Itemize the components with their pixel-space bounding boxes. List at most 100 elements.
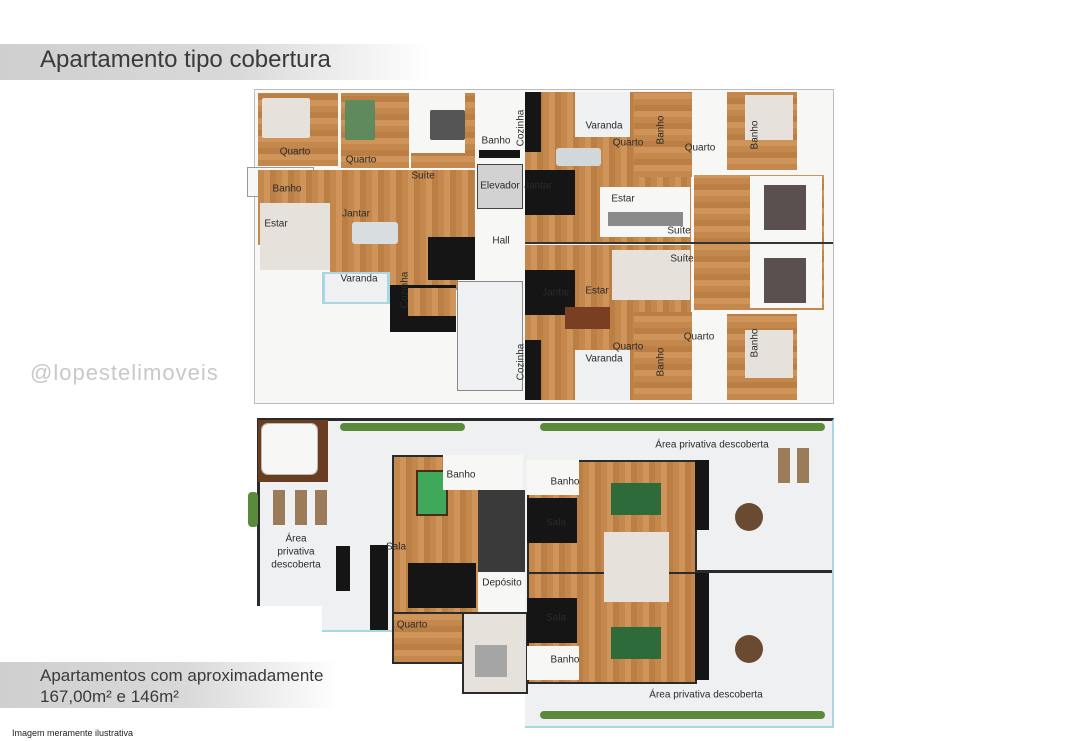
grill-counter: [695, 572, 709, 680]
varanda: [575, 350, 630, 400]
room-label: Varanda: [585, 353, 623, 365]
bed: [764, 185, 806, 230]
jacuzzi: [261, 423, 318, 475]
room-label: Banho: [655, 115, 667, 145]
area-line-2: 167,00m² e 146m²: [40, 687, 179, 706]
grill-counter: [695, 460, 709, 530]
room-label: Banho: [655, 347, 667, 377]
dining-table: [565, 307, 610, 329]
planter: [540, 423, 825, 431]
kitchen-floor: [408, 288, 456, 316]
room-label: Quarto: [612, 137, 644, 149]
room-label: Sala: [545, 612, 567, 624]
bed: [262, 98, 310, 138]
disclaimer: Imagem meramente ilustrativa: [12, 728, 134, 738]
bed: [764, 258, 806, 303]
planter: [248, 492, 258, 527]
sunbed: [797, 448, 809, 483]
room-label: Quarto: [612, 341, 644, 353]
room-label: Hall: [492, 235, 510, 247]
sunbed: [295, 490, 307, 525]
room-label: Cozinha: [399, 271, 411, 309]
outdoor-table: [735, 503, 763, 531]
sofa: [527, 598, 577, 643]
dining-table: [352, 222, 398, 244]
dining-table: [556, 148, 601, 166]
room-label: Quarto: [396, 619, 428, 631]
title-band: [0, 44, 430, 80]
ping-pong-table: [611, 483, 661, 515]
room-label: Cozinha: [515, 343, 527, 381]
varanda-floor: [325, 274, 387, 302]
sunbed: [315, 490, 327, 525]
bar-counter: [336, 546, 350, 591]
rug: [604, 532, 669, 602]
room-label: Elevador: [480, 180, 520, 192]
banho: [799, 92, 832, 172]
room-label: privativa: [277, 546, 315, 558]
room-label: Quarto: [345, 154, 377, 166]
room-label: Suíte: [667, 225, 691, 237]
room-label: Área privativa descoberta: [655, 439, 769, 451]
banho: [799, 312, 832, 400]
banho: [694, 92, 724, 152]
pool-table: [416, 470, 448, 516]
estar-rug: [260, 203, 330, 270]
room-banho: [527, 646, 579, 680]
planter: [340, 423, 465, 431]
room-label: Estar: [264, 218, 288, 230]
room-label: Banho: [272, 183, 302, 195]
ping-pong-table: [611, 627, 661, 659]
bed: [475, 645, 507, 677]
room-label: Suíte: [411, 170, 435, 182]
counter: [479, 150, 520, 158]
room-label: Banho: [481, 135, 511, 147]
quarto: [634, 312, 692, 400]
room-label: Banho: [446, 469, 476, 481]
bed: [345, 100, 375, 140]
room-label: Jantar: [342, 208, 370, 220]
estar-rug: [612, 250, 690, 300]
room-label: Depósito: [482, 577, 522, 589]
shaft: [478, 490, 525, 572]
room-label: Área: [285, 533, 307, 545]
sofa: [527, 498, 577, 543]
kitchen-counter: [525, 170, 575, 215]
sofa: [608, 212, 683, 226]
quarto: [634, 92, 692, 177]
hall: [477, 210, 523, 280]
kitchen-counter: [525, 340, 541, 400]
banho: [694, 340, 724, 402]
planter: [540, 711, 825, 719]
watermark: @lopestelimoveis: [30, 360, 219, 385]
grill-counter: [370, 545, 388, 630]
sunbed: [778, 448, 790, 483]
room-label: descoberta: [271, 559, 321, 571]
kitchen-counter: [428, 237, 475, 280]
unit-divider: [695, 570, 832, 573]
room-label: Sala: [545, 517, 567, 529]
room-label: Área privativa descoberta: [649, 689, 763, 701]
elevator: [477, 164, 523, 209]
bed: [430, 110, 465, 140]
room-label: Sala: [385, 541, 407, 553]
room-label: Jantar: [542, 287, 570, 299]
room-deposito: [478, 572, 525, 612]
area-description: Apartamentos com aproximadamente 167,00m…: [40, 665, 323, 707]
bed: [745, 95, 793, 140]
outdoor-table: [735, 635, 763, 663]
room-label: Varanda: [340, 273, 378, 285]
room-label: Banho: [749, 328, 761, 358]
room-label: Quarto: [684, 142, 716, 154]
area-band: [0, 662, 340, 708]
room-banho: [443, 455, 523, 490]
unit-divider: [525, 242, 833, 244]
page-title: Apartamento tipo cobertura: [40, 46, 331, 73]
varanda: [575, 92, 630, 137]
room-label: Estar: [611, 193, 635, 205]
stairs: [457, 281, 523, 391]
room-label: Banho: [550, 476, 580, 488]
sofa: [408, 563, 476, 608]
room-banho: [527, 460, 579, 495]
room-label: Jantar: [524, 180, 552, 192]
